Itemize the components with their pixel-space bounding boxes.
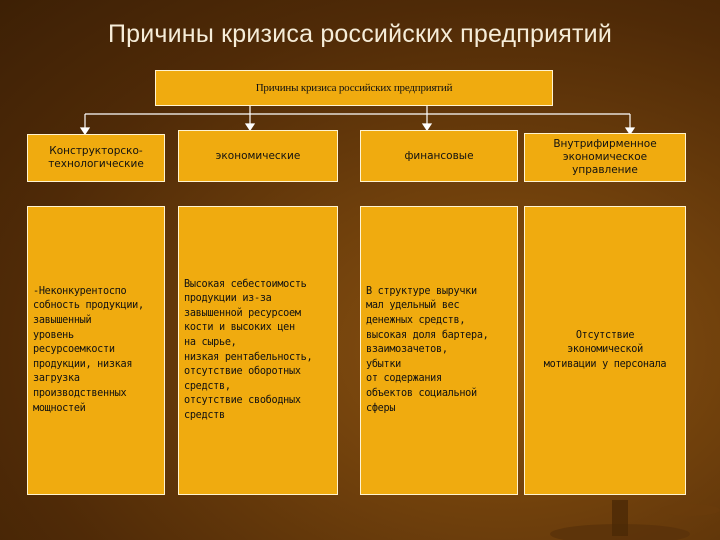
root-box: Причины кризиса российских предприятий: [155, 70, 553, 106]
category-label: Конструкторско- технологические: [48, 145, 144, 170]
category-box-financial: финансовые: [360, 130, 518, 182]
category-label: финансовые: [404, 149, 474, 162]
root-label: Причины кризиса российских предприятий: [255, 82, 453, 94]
connector-arrow-4: [624, 127, 636, 136]
description-text: В структуре выручки мал удельный вес ден…: [366, 285, 489, 414]
scales-decoration-icon: [550, 500, 720, 540]
category-label: экономические: [215, 149, 301, 162]
description-box-design-tech: -Неконкурентоспо собность продукции, зав…: [27, 206, 165, 495]
description-text: Отсутствие экономической мотивации у пер…: [543, 329, 667, 370]
description-box-financial: В структуре выручки мал удельный вес ден…: [360, 206, 518, 495]
category-box-management: Внутрифирменное экономическое управление: [524, 133, 686, 182]
category-box-economic: экономические: [178, 130, 338, 182]
description-box-economic: Высокая себестоимость продукции из-за за…: [178, 206, 338, 495]
connector-arrow-1: [79, 127, 91, 136]
description-text: Высокая себестоимость продукции из-за за…: [184, 278, 313, 421]
slide-title: Причины кризиса российских предприятий: [107, 20, 613, 48]
description-box-management: Отсутствие экономической мотивации у пер…: [524, 206, 686, 495]
description-text: -Неконкурентоспо собность продукции, зав…: [33, 285, 144, 414]
category-label: Внутрифирменное экономическое управление: [553, 138, 657, 176]
category-box-design-tech: Конструкторско- технологические: [27, 134, 165, 182]
connector-arrow-3: [421, 123, 433, 132]
connector-arrow-2: [244, 123, 256, 132]
